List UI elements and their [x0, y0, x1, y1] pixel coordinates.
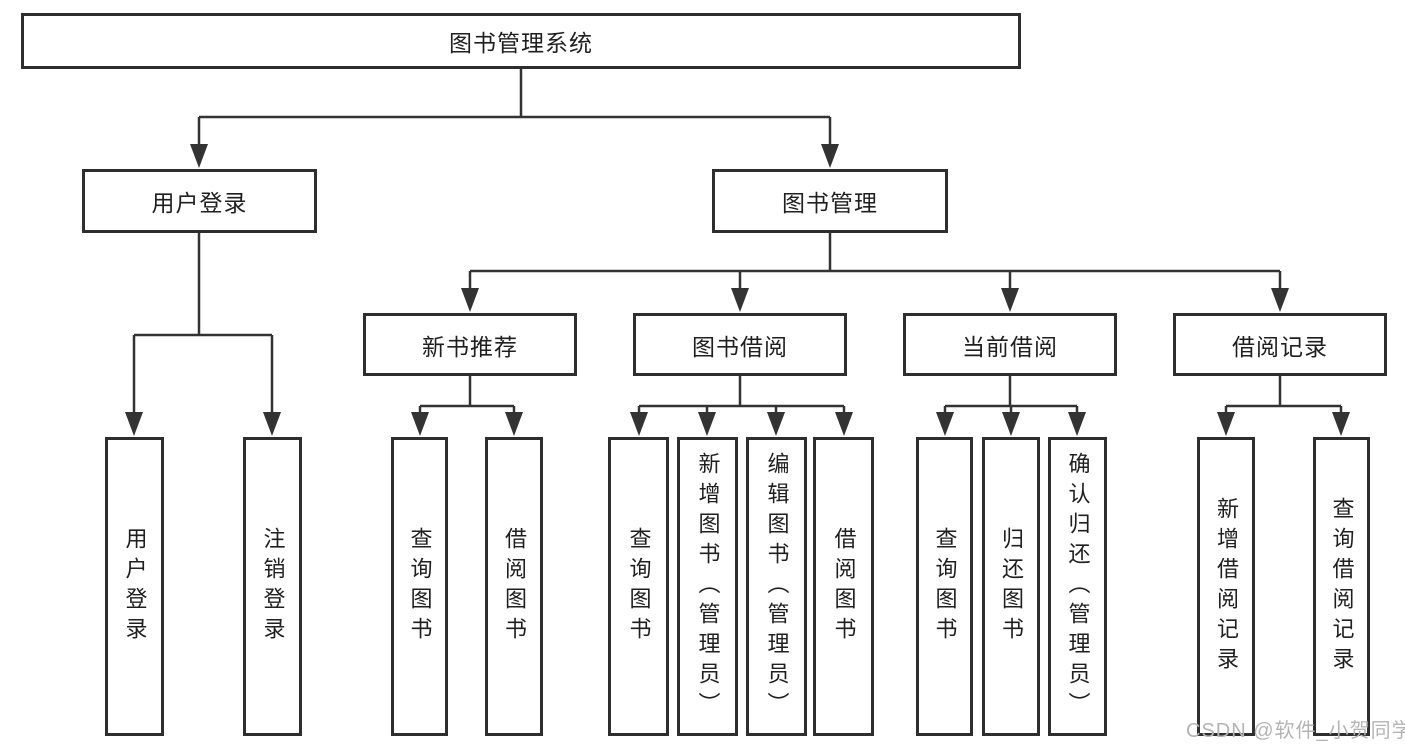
node-query-books-recommend-label: 查询图书 [407, 526, 433, 647]
node-borrow-books-recommend-label: 借阅图书 [502, 526, 527, 647]
node-library-system-label: 图书管理系统 [449, 30, 593, 56]
node-book-borrowing-label: 图书借阅 [692, 333, 788, 360]
node-query-borrow-record-label: 查询借阅记录 [1329, 496, 1355, 677]
node-query-books-recommend: 查询图书 [391, 437, 448, 736]
node-book-management-label: 图书管理 [782, 190, 878, 216]
node-user-login: 用户登录 [82, 169, 317, 233]
node-query-borrow-record: 查询借阅记录 [1313, 437, 1370, 736]
node-library-system: 图书管理系统 [21, 13, 1021, 69]
node-logout-label: 注销登录 [260, 526, 286, 647]
node-borrow-books-recommend: 借阅图书 [485, 437, 543, 736]
node-borrow-books-borrowing-label: 借阅图书 [831, 526, 857, 647]
node-query-books-current-label: 查询图书 [932, 526, 958, 647]
node-edit-books-admin-label: 编辑图书（管理员） [764, 451, 790, 722]
node-query-books-borrowing: 查询图书 [608, 437, 669, 736]
node-edit-books-admin: 编辑图书（管理员） [746, 437, 807, 736]
node-new-book-recommendation-label: 新书推荐 [422, 333, 518, 360]
node-current-borrowing: 当前借阅 [903, 313, 1117, 376]
node-user-login-leaf-label: 用户登录 [122, 526, 148, 647]
watermark-text: CSDN @软件_小贺同学 [1186, 720, 1405, 742]
node-book-management: 图书管理 [712, 169, 948, 233]
node-confirm-return-admin: 确认归还（管理员） [1048, 437, 1107, 736]
node-borrowing-records-label: 借阅记录 [1232, 333, 1328, 360]
node-current-borrowing-label: 当前借阅 [962, 333, 1058, 360]
node-user-login-leaf: 用户登录 [105, 437, 164, 736]
node-confirm-return-admin-label: 确认归还（管理员） [1065, 451, 1091, 722]
node-new-book-recommendation: 新书推荐 [363, 313, 577, 376]
node-add-books-admin-label: 新增图书（管理员） [695, 451, 721, 722]
node-query-books-current: 查询图书 [916, 437, 973, 736]
node-return-books-label: 归还图书 [999, 526, 1024, 647]
node-book-borrowing: 图书借阅 [633, 313, 847, 376]
node-borrowing-records: 借阅记录 [1173, 313, 1387, 376]
node-query-books-borrowing-label: 查询图书 [626, 526, 652, 647]
node-add-books-admin: 新增图书（管理员） [677, 437, 738, 736]
node-return-books: 归还图书 [982, 437, 1040, 736]
node-user-login-label: 用户登录 [151, 190, 248, 216]
node-borrow-books-borrowing: 借阅图书 [813, 437, 874, 736]
node-add-borrow-record-label: 新增借阅记录 [1214, 496, 1239, 677]
node-add-borrow-record: 新增借阅记录 [1197, 437, 1255, 736]
node-logout: 注销登录 [243, 437, 302, 736]
